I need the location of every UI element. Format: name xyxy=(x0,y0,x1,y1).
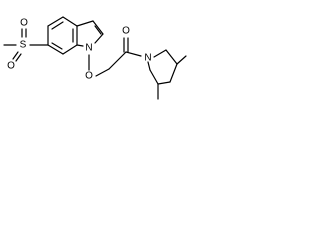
bond-s-o-left-1 xyxy=(12,51,19,60)
bond-benzene-4 xyxy=(47,44,64,55)
bond-benzene-1 xyxy=(62,16,78,27)
bond-pyrrole-c3-c2 xyxy=(76,20,94,27)
bond-pyrrole-c2-c1 xyxy=(92,20,104,35)
bond-piperidine-4 xyxy=(157,81,171,85)
bond-benzene-double-1 xyxy=(51,21,64,30)
atom-ether-o: O xyxy=(85,71,93,82)
chemical-structure-diagram: O S O N O O N xyxy=(0,0,189,121)
bond-piperidine-6 xyxy=(147,61,151,71)
bond-piperidine-3 xyxy=(169,63,178,83)
atom-indole-n: N xyxy=(85,43,92,54)
bond-benzene-6 xyxy=(47,16,64,27)
bond-benzene-double-3 xyxy=(51,42,63,50)
bond-s-o-left-2 xyxy=(15,53,22,62)
bond-methyl-top xyxy=(176,55,187,65)
bond-pyrrole-c1-n xyxy=(94,33,104,44)
bond-pyrrole-n-c7a xyxy=(76,44,84,47)
bond-benzene-3 xyxy=(62,44,78,55)
bond-o-ch2 xyxy=(95,68,110,77)
bond-piperidine-2 xyxy=(165,49,178,65)
bond-piperidine-1 xyxy=(153,49,167,58)
atom-sulfonyl-o-left: O xyxy=(7,61,15,72)
molecule-svg: O S O N O O N xyxy=(3,16,187,100)
atom-carbonyl-o: O xyxy=(122,26,130,37)
bond-carbonyl-n xyxy=(125,51,142,57)
atom-sulfonyl-s: S xyxy=(20,40,27,51)
bond-ch2-carbonyl xyxy=(108,51,127,70)
atom-sulfonyl-o-top: O xyxy=(20,18,28,29)
bond-piperidine-5 xyxy=(149,69,159,85)
atom-piperidine-n: N xyxy=(144,53,151,64)
bond-pyrrole-double xyxy=(94,25,102,35)
